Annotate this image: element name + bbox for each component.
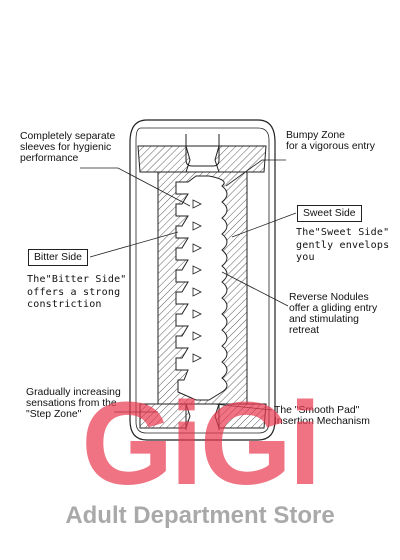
- sweet-side-title: Sweet Side: [297, 205, 362, 222]
- label-line: gently envelops: [296, 239, 390, 251]
- bitter-side-description: The"Bitter Side" offers a strong constri…: [27, 274, 127, 312]
- label-hygienic-sleeves: Completely separate sleeves for hygienic…: [20, 131, 115, 164]
- label-step-zone: Gradually increasing sensations from the…: [26, 387, 121, 420]
- reverse-nodules: [192, 199, 202, 363]
- leader-lines: [80, 159, 297, 413]
- label-line: Completely separate: [20, 131, 116, 142]
- label-line: and stimulating: [289, 314, 359, 325]
- outer-case: [129, 119, 276, 441]
- label-line: for a vigorous entry: [286, 141, 375, 152]
- label-line: sensations from the: [26, 398, 117, 409]
- label-line: you: [296, 252, 315, 263]
- label-line: Gradually increasing: [26, 387, 121, 398]
- label-line: The "Smooth Pad": [274, 405, 360, 416]
- label-line: The"Bitter Side": [27, 274, 127, 285]
- label-line: retreat: [289, 325, 320, 336]
- label-smooth-pad: The "Smooth Pad" Insertion Mechanism: [274, 405, 370, 427]
- label-line: Insertion Mechanism: [274, 416, 370, 427]
- label-reverse-nodules: Reverse Nodules offer a gliding entry an…: [289, 292, 377, 336]
- label-line: "Step Zone": [26, 409, 82, 420]
- label-line: offers a strong: [27, 286, 121, 298]
- label-line: offer a gliding entry: [289, 303, 378, 314]
- label-line: The"Sweet Side": [296, 227, 390, 238]
- label-line: Reverse Nodules: [289, 292, 369, 303]
- top-cap: [137, 145, 267, 173]
- label-line: sleeves for hygienic: [20, 142, 112, 153]
- inner-canal: [175, 175, 228, 401]
- label-line: constriction: [27, 299, 102, 310]
- bitter-side-title: Bitter Side: [28, 249, 88, 266]
- label-bumpy-zone: Bumpy Zone for a vigorous entry: [286, 130, 375, 152]
- label-line: Bumpy Zone: [286, 130, 345, 141]
- sweet-side-description: The"Sweet Side" gently envelops you: [296, 227, 389, 265]
- label-line: performance: [20, 153, 79, 164]
